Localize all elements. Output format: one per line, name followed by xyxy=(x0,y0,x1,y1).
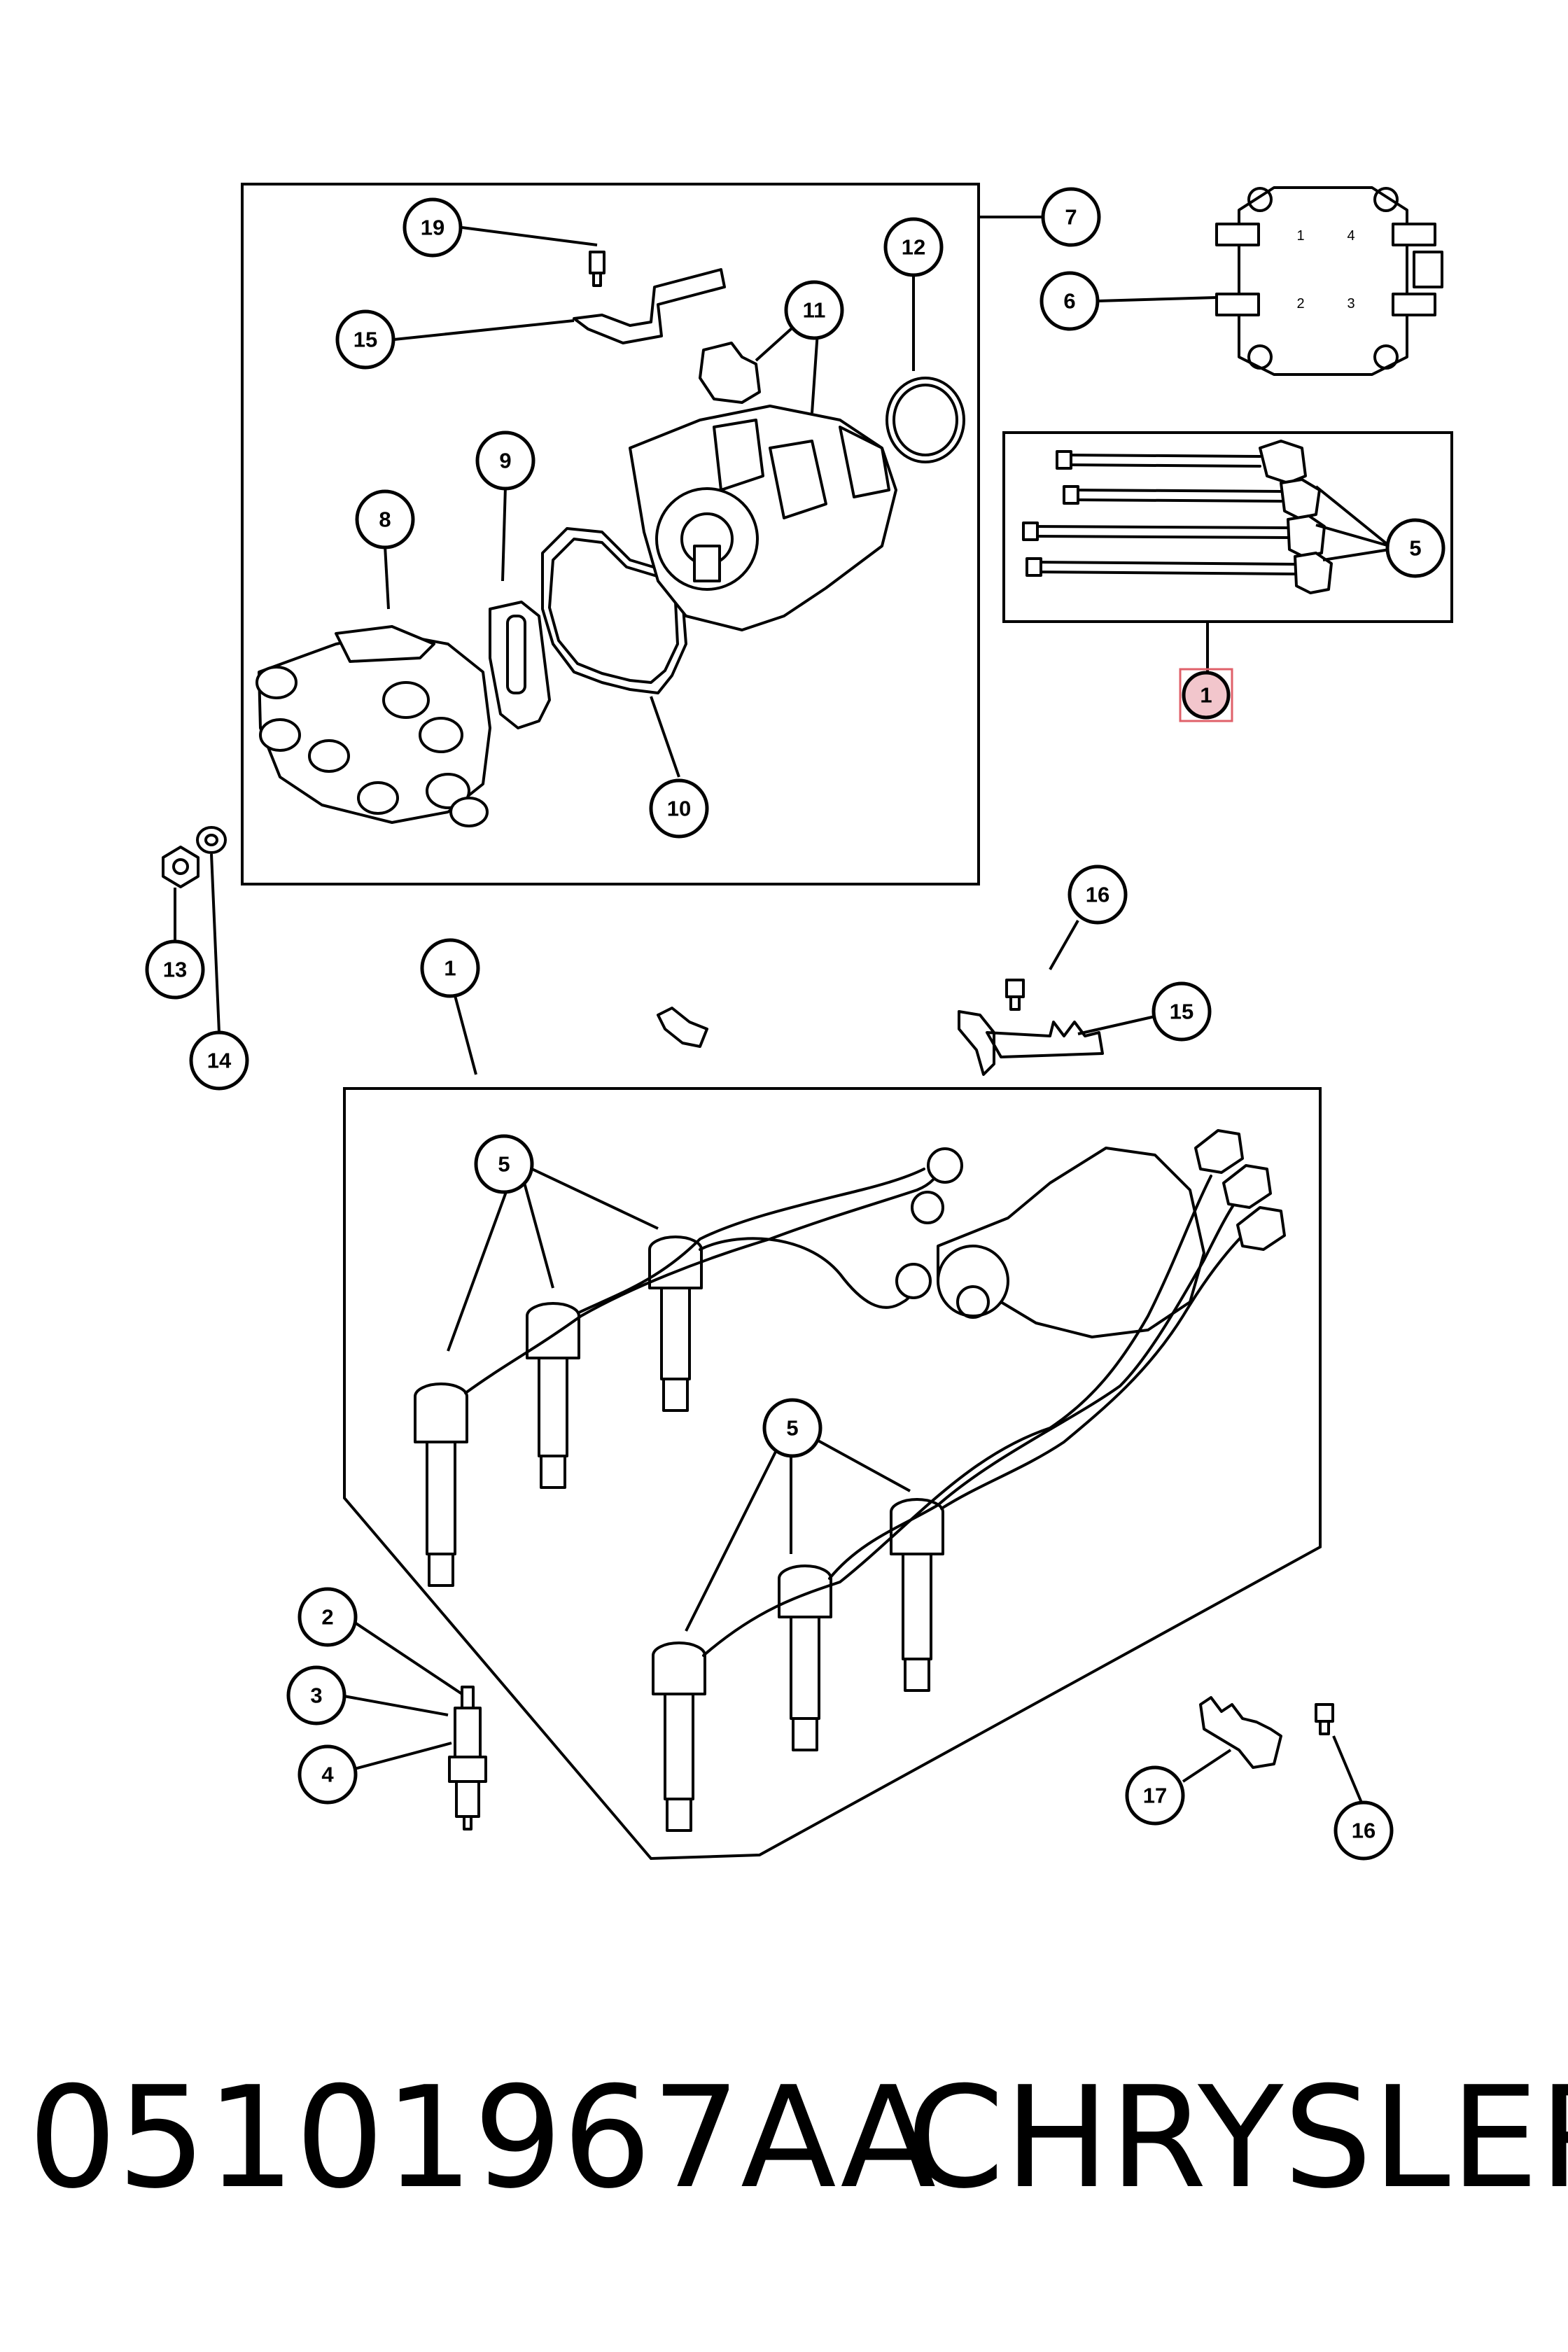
wire-set-inset-frame xyxy=(1002,431,1453,623)
callout-16-lower: 16 xyxy=(1334,1800,1394,1861)
washer xyxy=(196,826,227,854)
svg-text:5: 5 xyxy=(498,1152,510,1177)
callout-10: 10 xyxy=(649,778,709,839)
callout-11: 11 xyxy=(784,280,844,340)
distributor-connector xyxy=(699,342,761,404)
distributor-bolt xyxy=(589,251,606,287)
svg-text:4: 4 xyxy=(321,1763,334,1787)
svg-text:15: 15 xyxy=(354,328,377,352)
svg-text:14: 14 xyxy=(207,1049,232,1073)
callout-5-left: 5 xyxy=(474,1134,534,1194)
callout-12: 12 xyxy=(883,217,944,277)
svg-text:13: 13 xyxy=(163,958,187,982)
coil-terminal-2: 2 xyxy=(1296,296,1304,312)
bracket-bolt-upper xyxy=(1005,979,1025,1011)
distributor-group-frame xyxy=(241,183,980,886)
callout-15-lower: 15 xyxy=(1152,981,1212,1042)
svg-text:3: 3 xyxy=(310,1684,322,1708)
wire-bracket-upper xyxy=(573,268,726,344)
callout-13: 13 xyxy=(145,939,205,1000)
callout-1-highlighted[interactable]: 1 xyxy=(1179,668,1233,722)
svg-text:5: 5 xyxy=(1409,536,1421,561)
svg-text:2: 2 xyxy=(321,1605,333,1630)
callout-4: 4 xyxy=(298,1744,358,1805)
callout-5-right: 5 xyxy=(762,1398,822,1458)
plug-boot-2 xyxy=(526,1302,580,1489)
ignition-coil xyxy=(1215,186,1443,376)
coil-terminal-1: 1 xyxy=(1296,228,1304,244)
svg-text:11: 11 xyxy=(803,298,826,323)
part-number: 05101967AA xyxy=(28,2057,937,2220)
svg-text:17: 17 xyxy=(1143,1784,1167,1808)
plug-boot-1 xyxy=(414,1382,468,1587)
svg-text:7: 7 xyxy=(1065,205,1077,230)
main-wire-set-frame xyxy=(343,1087,1322,1861)
svg-text:16: 16 xyxy=(1352,1819,1376,1843)
distributor-cap xyxy=(255,625,491,827)
svg-text:16: 16 xyxy=(1086,883,1110,907)
distributor-o-ring xyxy=(886,377,965,463)
svg-text:6: 6 xyxy=(1063,289,1075,314)
spark-plug xyxy=(448,1686,487,1830)
svg-text:12: 12 xyxy=(902,235,925,260)
callout-5-inset: 5 xyxy=(1385,518,1446,578)
svg-text:15: 15 xyxy=(1170,1000,1194,1024)
plug-boot-3 xyxy=(648,1236,703,1412)
svg-text:1: 1 xyxy=(1200,683,1212,708)
distributor-wire-caps xyxy=(1194,1129,1286,1251)
wire-bracket-bottom xyxy=(1199,1696,1282,1769)
svg-text:5: 5 xyxy=(786,1416,798,1441)
rotor xyxy=(489,601,551,729)
svg-text:9: 9 xyxy=(499,449,511,473)
ignition-wires-right xyxy=(702,1175,1247,1657)
nut xyxy=(162,846,200,888)
coil-terminal-3: 3 xyxy=(1347,296,1354,312)
callout-3: 3 xyxy=(286,1665,346,1726)
callout-15-upper: 15 xyxy=(335,309,396,370)
brand-name: CHRYSLER xyxy=(906,2057,1568,2220)
wire-clip xyxy=(657,1007,708,1048)
callout-17: 17 xyxy=(1125,1765,1185,1826)
plug-boot-5 xyxy=(778,1564,832,1751)
svg-text:8: 8 xyxy=(379,507,391,532)
coil-terminal-4: 4 xyxy=(1347,228,1354,244)
callout-6: 6 xyxy=(1040,271,1100,331)
harness-distributor xyxy=(937,1147,1205,1338)
wire-bracket-lower xyxy=(958,1010,1104,1076)
bracket-bolt-lower xyxy=(1315,1703,1334,1735)
plug-boot-4 xyxy=(652,1642,706,1832)
callout-7: 7 xyxy=(1041,187,1101,247)
wire-ends-distributor xyxy=(895,1147,963,1299)
inset-ignition-wires xyxy=(1022,440,1333,594)
svg-text:1: 1 xyxy=(444,956,456,981)
housing-gasket xyxy=(541,527,687,694)
svg-text:19: 19 xyxy=(421,216,444,240)
ignition-wires-left xyxy=(464,1164,943,1394)
callout-2: 2 xyxy=(298,1587,358,1647)
callout-16-upper: 16 xyxy=(1068,864,1128,925)
plug-boot-6 xyxy=(890,1498,944,1692)
callout-19: 19 xyxy=(402,197,463,258)
distributor-housing xyxy=(629,405,897,631)
svg-text:10: 10 xyxy=(667,797,691,821)
callout-14: 14 xyxy=(189,1030,249,1091)
callout-1-main: 1 xyxy=(420,938,480,998)
callout-8: 8 xyxy=(355,489,415,550)
callout-9: 9 xyxy=(475,430,536,491)
